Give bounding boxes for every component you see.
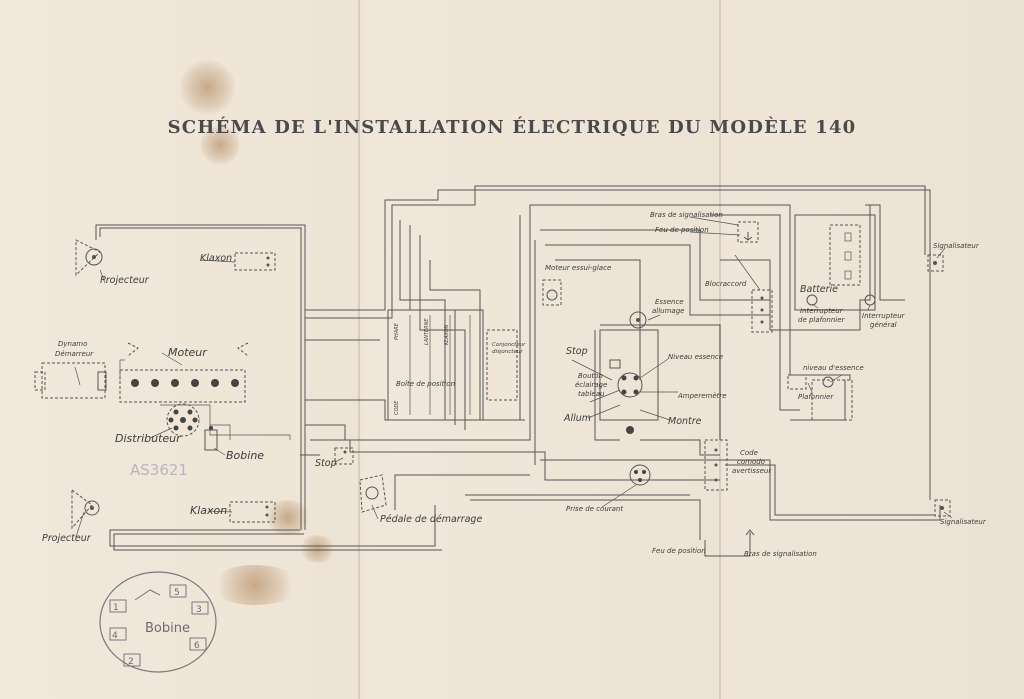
stop-switch-left [334, 447, 354, 465]
label-plafonnier: Plafonnier [798, 393, 834, 401]
plafonnier [811, 379, 853, 421]
stain [265, 500, 310, 535]
boite-de-position [387, 309, 484, 421]
label-moteur: Moteur [168, 346, 208, 359]
label-batterie: Batterie [800, 284, 838, 295]
feu-position-bottom [745, 529, 755, 542]
projecteur-top [75, 239, 103, 277]
label-signalisateur-top: Signalisateur [933, 242, 980, 250]
interrupteur-plafonnier [806, 294, 818, 306]
label-stop-mid: Stop [566, 346, 588, 357]
label-code-comodo-2: comodo [737, 458, 765, 466]
code-comodo [704, 439, 728, 491]
label-code-comodo-1: Code [740, 449, 758, 457]
prise-de-courant [629, 464, 651, 486]
bloc-raccord [751, 289, 773, 333]
pencil-number-4: 4 [112, 631, 118, 641]
label-interrupteur-general-2: général [870, 321, 897, 329]
label-niveau-d-essence: niveau d'essence [803, 364, 864, 372]
label-phare: PHARE [394, 322, 400, 340]
label-lanterne: LANTERNE [424, 318, 430, 345]
label-pedale: Pédale de démarrage [380, 514, 482, 525]
niveau-d-essence [787, 374, 834, 390]
bras-signalisation-top [737, 221, 759, 243]
label-code-comodo-3: avertisseur [732, 467, 772, 475]
label-bloc-raccord: Blocraccord [705, 280, 747, 288]
label-klaxon-bottom: Klaxon [190, 504, 227, 517]
pencil-number-3: 3 [196, 605, 202, 615]
stain [180, 60, 235, 115]
stain [300, 535, 335, 563]
label-interrupteur-plafonnier-1: Interrupteur [800, 307, 844, 315]
dynamo-demarreur [34, 362, 107, 399]
paper-fold [358, 0, 360, 699]
moteur-essuie-glace [542, 279, 562, 306]
tableau-de-bord [599, 329, 659, 434]
pencil-number-5: 5 [174, 588, 180, 598]
diagram-title: SCHÉMA DE L'INSTALLATION ÉLECTRIQUE DU M… [167, 117, 857, 138]
label-klaxon-top: Klaxon [200, 253, 232, 264]
label-feu-top: Feu de position [655, 226, 709, 234]
label-essence: Essence [655, 298, 684, 306]
label-amperemetre: Amperemètre [677, 392, 727, 400]
stain [210, 565, 300, 605]
label-interrupteur-general-1: Interrupteur [862, 312, 906, 320]
label-prise: Prise de courant [566, 505, 623, 513]
pencil-word-bobine: Bobine [145, 621, 190, 636]
label-bouton: Bouton [578, 372, 603, 380]
conjoncteur-disjoncteur [486, 329, 518, 401]
pencil-number-2: 2 [128, 657, 134, 667]
label-boite: Boîte de position [396, 380, 455, 388]
label-stop-left: Stop [315, 458, 337, 469]
klaxon-top [234, 252, 276, 271]
label-conjoncteur: Conjoncteur [492, 342, 526, 348]
label-code: CODE [394, 400, 400, 415]
label-projecteur-top: Projecteur [100, 275, 150, 286]
distributeur [166, 403, 200, 437]
projecteur-bottom [71, 489, 100, 530]
stain [200, 125, 240, 165]
label-bras-top: Bras de signalisation [650, 211, 723, 219]
label-allumage: allumage [652, 307, 684, 315]
label-montre: Montre [668, 416, 702, 427]
harness [95, 185, 941, 557]
essence-allumage [629, 311, 647, 329]
pencil-sketch: 1 4 2 3 6 5 Bobine [99, 571, 217, 673]
label-interrupteur-plafonnier-2: de plafonnier [798, 316, 846, 324]
label-moteur-essuie-glace: Moteur essui-glace [545, 264, 611, 272]
batterie [794, 214, 876, 311]
label-niveau-essence: Niveau essence [668, 353, 723, 361]
pencil-number-6: 6 [194, 641, 200, 651]
label-feu-bottom: Feu de position [652, 547, 706, 555]
signalisateur-bottom [934, 499, 951, 517]
label-disjoncteur: disjoncteur [492, 349, 523, 355]
bobine [204, 426, 218, 451]
signalisateur-top [927, 254, 944, 272]
pedale-demarrage [359, 474, 387, 513]
klaxon-bottom [229, 501, 276, 523]
leader-lines [74, 216, 953, 538]
label-demarreur: Démarreur [55, 350, 94, 358]
label-tableau: tableau [578, 390, 605, 398]
stamp-reference: AS3621 [130, 461, 188, 479]
label-bras-bottom: Bras de signalisation [744, 550, 817, 558]
label-allum: Allum [563, 413, 591, 424]
pencil-number-1: 1 [113, 603, 119, 613]
label-eclairage: éclairage [575, 381, 607, 389]
label-distributeur: Distributeur [115, 432, 182, 445]
label-dynamo: Dynamo [58, 340, 87, 348]
label-projecteur-bottom: Projecteur [42, 533, 92, 544]
label-signalisateur-bottom: Signalisateur [940, 518, 987, 526]
moteur-block [119, 342, 249, 403]
label-klaxon-box: KLAXON [444, 324, 450, 345]
label-bobine: Bobine [226, 449, 264, 462]
